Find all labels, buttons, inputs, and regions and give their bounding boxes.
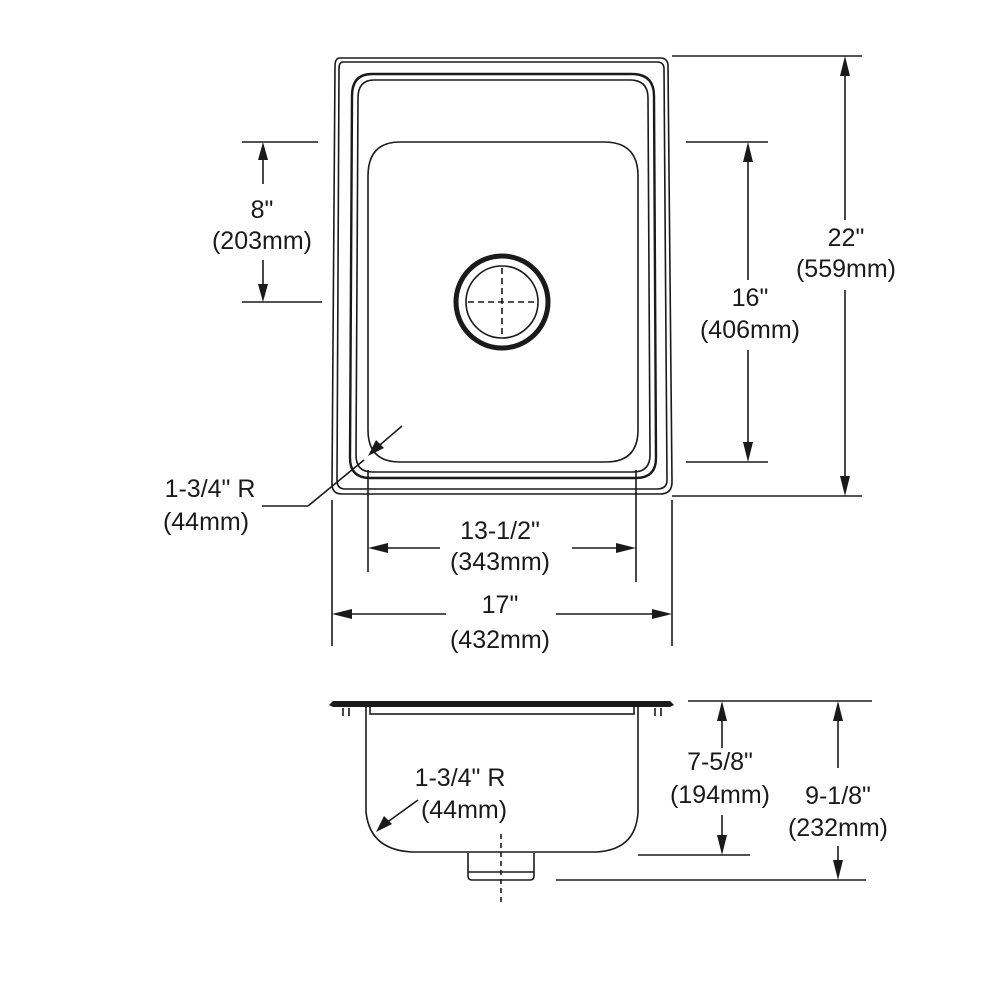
side-rim-channel: [369, 705, 635, 715]
overall-depth-metric: (232mm): [788, 814, 888, 842]
drain-inner-ring: [465, 265, 539, 339]
side-view: 1-3/4" R (44mm) 7-5/8" (194mm) 9-1/8" (2…: [329, 700, 888, 902]
top-view: 8" (203mm) 22" (559mm) 16" (406mm) 1-3/4…: [163, 55, 896, 654]
overall-width-imperial: 17": [482, 591, 519, 619]
bowl-width-metric: (343mm): [450, 548, 550, 576]
drain-offset-imperial: 8": [251, 196, 274, 224]
side-bowl-profile: [365, 707, 639, 853]
bowl-length-metric: (406mm): [700, 316, 800, 344]
bowl-width-imperial: 13-1/2": [460, 517, 540, 545]
side-corner-radius-metric: (44mm): [421, 796, 507, 824]
overall-length-metric: (559mm): [796, 255, 896, 283]
overall-depth-imperial: 9-1/8": [805, 782, 871, 810]
overall-width-metric: (432mm): [450, 626, 550, 654]
left-mounting-clip: [342, 708, 350, 716]
sink-outer-rim-inner-edge: [336, 61, 668, 490]
top-corner-radius-imperial: 1-3/4" R: [165, 475, 256, 503]
sink-outer-rim: [331, 57, 673, 495]
top-corner-radius-metric: (44mm): [163, 508, 249, 536]
side-corner-radius-imperial: 1-3/4" R: [415, 764, 506, 792]
bowl-length-imperial: 16": [732, 284, 769, 312]
drain-offset-metric: (203mm): [212, 227, 312, 255]
sink-bowl-outline: [367, 141, 639, 463]
right-mounting-clip: [654, 708, 662, 716]
overall-length-imperial: 22": [828, 224, 865, 252]
bowl-depth-imperial: 7-5/8": [687, 748, 753, 776]
sink-deck-edge: [348, 72, 658, 480]
drain-tailpiece: [467, 853, 535, 881]
drain-outer-ring: [453, 253, 551, 351]
sink-deck-edge-inner: [355, 79, 651, 473]
bowl-depth-metric: (194mm): [670, 781, 770, 809]
